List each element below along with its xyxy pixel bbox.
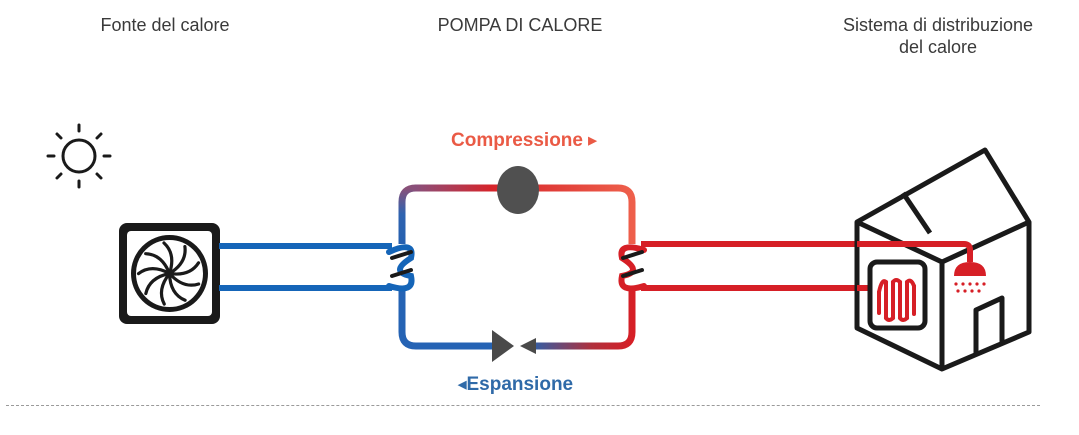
- compression-label: Compressione ▶: [451, 130, 597, 152]
- source-pipes: [219, 243, 392, 291]
- distribution-heading-line1: Sistema di distribuzione: [842, 15, 1034, 35]
- distribution-heading: Sistema di distribuzione del calore: [820, 14, 1056, 58]
- compression-text: Compressione: [451, 130, 583, 151]
- shower-icon: [954, 262, 986, 293]
- triangle-right-icon: ▶: [588, 135, 597, 147]
- radiator-icon: [867, 259, 928, 331]
- dashed-divider: [6, 405, 1040, 406]
- heat-source-heading: Fonte del calore: [100, 15, 230, 35]
- refrigerant-loop: [398, 184, 636, 350]
- distribution-heading-line2: del calore: [898, 37, 978, 57]
- evaporator-coil: [386, 244, 415, 292]
- condenser-coil: [618, 244, 647, 292]
- sun-icon: [46, 123, 112, 189]
- heat-pump-heading: POMPA DI CALORE: [437, 15, 603, 35]
- compressor-icon: [497, 166, 539, 214]
- expansion-label: ◀Espansione: [458, 374, 573, 396]
- expansion-valve-icon: [492, 330, 536, 362]
- expansion-text: Espansione: [466, 374, 574, 395]
- triangle-left-icon: ◀: [458, 379, 467, 391]
- fan-unit-icon: [119, 223, 220, 324]
